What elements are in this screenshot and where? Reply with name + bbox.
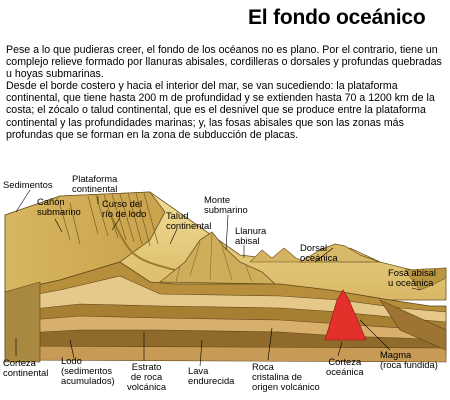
label-line: oceánica — [326, 366, 364, 377]
label-lava-endurecida: Lava endurecida — [188, 366, 234, 386]
label-line: Dorsal — [300, 242, 328, 253]
label-line: río de lodo — [102, 208, 147, 219]
leader-lines — [15, 189, 421, 367]
label-line: oceánica — [300, 252, 338, 263]
label-canon-submarino: Cañón submarino — [37, 197, 81, 217]
label-line: continental — [166, 220, 212, 231]
seamount — [158, 231, 277, 285]
ocean-ridge — [298, 243, 381, 263]
mud-river-course — [107, 209, 176, 271]
label-line: origen volcánico — [252, 381, 320, 392]
label-line: Llanura — [235, 225, 267, 236]
label-llanura-abisal: Llanura abisal — [235, 226, 266, 246]
label-lodo: Lodo (sedimentos acumulados) — [61, 356, 115, 386]
label-estrato-roca-volcanica: Estrato de roca volcánica — [127, 362, 166, 392]
label-line: Roca — [252, 361, 274, 372]
label-line: Curso del — [102, 198, 143, 209]
label-line: volcánica — [127, 381, 167, 392]
intro-text: Pese a lo que pudieras creer, el fondo d… — [6, 44, 444, 141]
label-line: submarino — [204, 204, 248, 215]
label-line: Lodo — [61, 355, 82, 366]
label-curso-rio-lodo: Curso del río de lodo — [102, 199, 146, 219]
label-corteza-oceanica: Corteza oceánica — [326, 357, 364, 377]
abyssal-hills — [249, 247, 307, 263]
label-line: Monte — [204, 194, 231, 205]
label-line: Corteza — [328, 356, 362, 367]
label-line: Plataforma — [72, 173, 118, 184]
intro-paragraph-2: Desde el borde costero y hacia el interi… — [6, 80, 435, 141]
label-line: continental — [3, 367, 49, 378]
label-talud-continental: Talud continental — [166, 211, 211, 231]
label-line: abisal — [235, 235, 260, 246]
label-line: Talud — [166, 210, 189, 221]
label-line: Fosa abisal — [388, 267, 436, 278]
label-dorsal-oceanica: Dorsal oceánica — [300, 243, 338, 263]
label-sedimentos: Sedimentos — [3, 179, 53, 190]
label-line: de roca — [130, 371, 163, 382]
label-fosa-abisal: Fosa abisal u oceánica — [388, 268, 436, 288]
label-line: continental — [72, 183, 118, 194]
label-line: endurecida — [188, 375, 235, 386]
label-line: Lava — [188, 365, 209, 376]
label-line: Corteza — [3, 357, 36, 368]
label-line: Cañón — [37, 196, 65, 207]
page-title: El fondo oceánico — [248, 6, 426, 29]
label-line: u oceánica — [388, 277, 434, 288]
label-magma: Magma (roca fundida) — [380, 350, 438, 370]
label-line: (sedimentos — [61, 365, 113, 376]
label-line: Estrato — [131, 361, 162, 372]
label-line: submarino — [37, 206, 81, 217]
magma-chamber — [324, 289, 367, 341]
label-line: cristalina de — [252, 371, 303, 382]
label-roca-cristalina: Roca cristalina de origen volcánico — [252, 362, 320, 392]
label-monte-submarino: Monte submarino — [204, 195, 248, 215]
label-line: Magma — [380, 349, 412, 360]
ocean-trench — [404, 267, 447, 291]
label-plataforma-continental: Plataforma continental — [72, 174, 117, 194]
continental-slope — [59, 192, 159, 247]
label-line: acumulados) — [61, 375, 115, 386]
label-corteza-continental: Corteza continental — [3, 358, 48, 378]
label-line: (roca fundida) — [380, 359, 438, 370]
intro-paragraph-1: Pese a lo que pudieras creer, el fondo d… — [6, 44, 442, 81]
